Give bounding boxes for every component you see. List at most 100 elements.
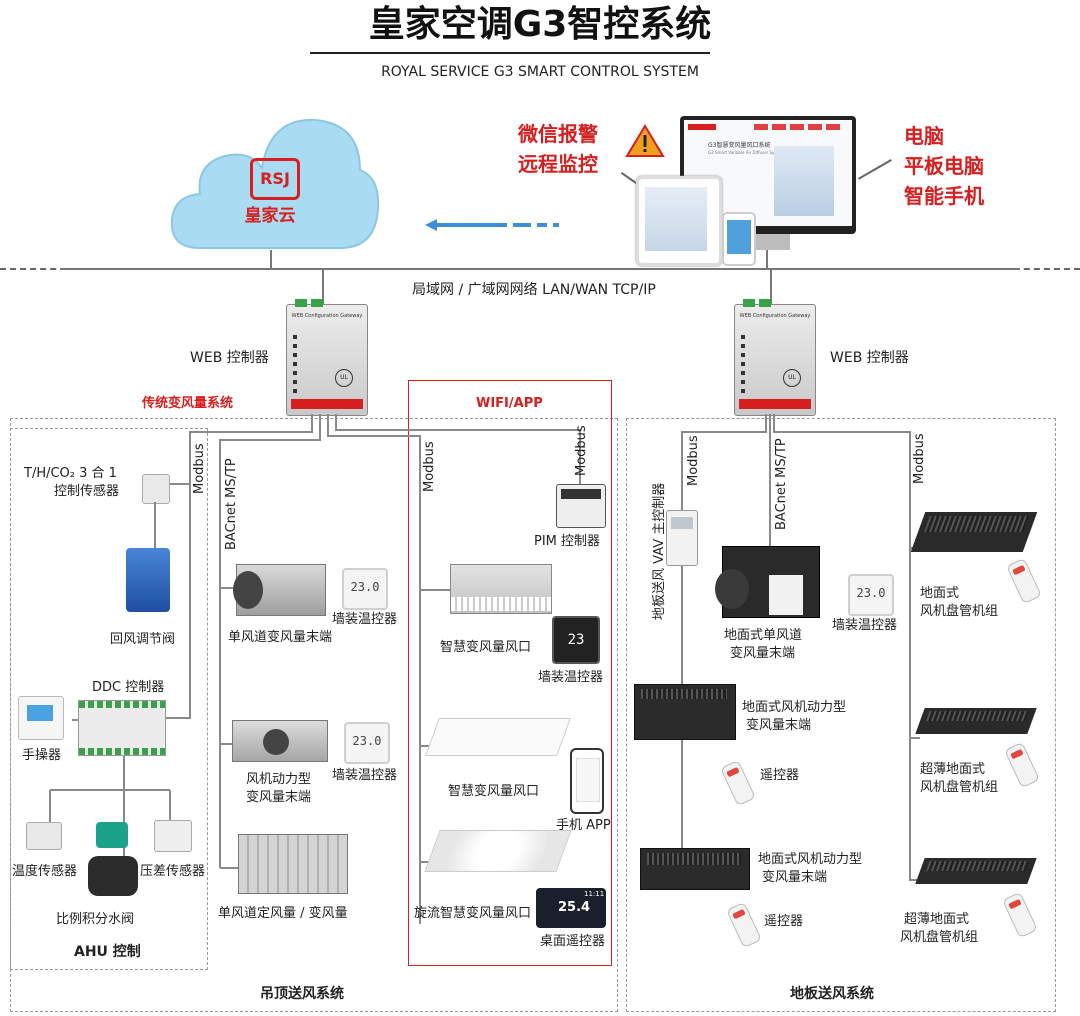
modbus-label-pim: Modbus <box>574 425 589 476</box>
fan-powered-vav-label-1: 风机动力型 <box>246 772 312 787</box>
title-underline <box>310 52 710 54</box>
floor-single-duct-label-2: 变风量末端 <box>730 646 796 661</box>
pressure-sensor-icon <box>154 820 192 852</box>
cloud-icon <box>170 118 380 249</box>
phone-icon <box>722 212 756 266</box>
cert-icon-right: UL <box>783 369 801 387</box>
traditional-system-label: 传统变风量系统 <box>142 396 234 411</box>
gateway-right-link <box>770 270 772 306</box>
warning-icon <box>625 124 665 157</box>
floor-fan-powered-2-label-2: 变风量末端 <box>762 870 828 885</box>
ahu-box <box>10 428 208 970</box>
floor-single-duct-label-1: 地面式单风道 <box>724 628 803 643</box>
handheld-label: 手操器 <box>22 748 62 763</box>
modbus-label-ahu: Modbus <box>192 443 207 494</box>
pi-valve-body-icon <box>88 856 138 896</box>
thermostat-label-2: 墙装温控器 <box>332 768 398 783</box>
floor-thermostat-icon: 23.0 <box>848 574 894 616</box>
web-controller-right-label: WEB 控制器 <box>830 350 909 366</box>
floor-fan-powered-1-label-1: 地面式风机动力型 <box>742 700 847 715</box>
modbus-label-fcu: Modbus <box>912 433 927 484</box>
return-damper-actuator-icon <box>126 548 170 612</box>
wechat-alarm-label: 微信报警 <box>518 122 598 146</box>
wifi-app-box <box>408 380 612 966</box>
sensor-stem <box>154 502 156 550</box>
swirl-diffuser-icon <box>424 830 572 872</box>
tablet-label: 平板电脑 <box>904 154 984 178</box>
cloud-label: 皇家云 <box>244 206 296 226</box>
gateway-left-link <box>322 270 324 306</box>
remote-label-1: 遥控器 <box>760 768 800 783</box>
mobile-app-icon <box>570 748 604 814</box>
ultra-thin-fcu-1-label-1: 超薄地面式 <box>920 762 986 777</box>
remote-label-2: 遥控器 <box>764 914 804 929</box>
modbus-label-floor: Modbus <box>686 435 701 486</box>
constant-volume-box-icon <box>238 834 348 894</box>
ultra-thin-fcu-2-label-2: 风机盘管机组 <box>900 930 979 945</box>
fan-powered-vav-label-2: 变风量末端 <box>246 790 312 805</box>
fan-powered-vav-icon <box>232 720 328 762</box>
ultra-thin-fcu-2-icon <box>915 858 1037 884</box>
pc-label: 电脑 <box>904 124 944 148</box>
gateway-left-text: WEB Configuration Gateway <box>291 313 363 319</box>
constant-volume-label: 单风道定风量 / 变风量 <box>218 906 348 921</box>
network-bus-solid <box>60 268 1020 270</box>
smartphone-label: 智能手机 <box>904 184 984 208</box>
floor-fcu-icon <box>910 512 1038 552</box>
page-title: 皇家空调G3智控系统 <box>368 4 712 45</box>
pim-controller-label: PIM 控制器 <box>534 534 601 549</box>
th-co2-sensor-label-1: T/H/CO₂ 3 合 1 <box>24 466 117 481</box>
swirl-diffuser-label: 旋流智慧变风量风口 <box>414 906 532 921</box>
return-damper-label: 回风调节阀 <box>110 632 176 647</box>
wifi-app-label: WIFI/APP <box>476 396 543 411</box>
smart-diffuser-icon <box>450 564 552 614</box>
desk-remote-label: 桌面遥控器 <box>540 934 606 949</box>
handheld-icon <box>18 696 64 740</box>
desk-remote-icon: 25.4 11:11 <box>536 888 606 928</box>
ultra-thin-fcu-1-icon <box>915 708 1037 734</box>
thermostat-icon-1: 23.0 <box>342 568 388 610</box>
web-gateway-right: WEB Configuration Gateway UL <box>734 299 816 416</box>
screen-tagline: G3 Smart Variable Air Diffuser System <box>708 150 785 155</box>
remote-monitor-label: 远程监控 <box>518 152 598 176</box>
pi-valve-actuator-icon <box>96 822 128 848</box>
vav-master-controller-icon <box>666 510 698 566</box>
thermostat-icon-2: 23.0 <box>344 722 390 764</box>
gateway-right-text: WEB Configuration Gateway <box>739 313 811 319</box>
desk-remote-display: 25.4 <box>558 900 591 915</box>
royal-logo: RSJ <box>250 158 300 200</box>
pim-controller-icon <box>556 484 606 528</box>
pi-valve-label: 比例积分水阀 <box>56 912 135 927</box>
arrow-left-icon <box>425 216 565 231</box>
floor-thermostat-label: 墙装温控器 <box>832 618 898 633</box>
web-controller-left-label: WEB 控制器 <box>190 350 269 366</box>
floor-fcu-label-2: 风机盘管机组 <box>920 604 999 619</box>
single-duct-vav-icon <box>233 564 326 616</box>
thermostat-label-1: 墙装温控器 <box>332 612 398 627</box>
network-label: 局域网 / 广域网网络 LAN/WAN TCP/IP <box>412 282 656 298</box>
desk-remote-time: 11:11 <box>584 890 605 898</box>
floor-system-label: 地板送风系统 <box>790 986 874 1002</box>
phone-app-label: 手机 APP <box>556 818 611 833</box>
temp-sensor-label: 温度传感器 <box>12 864 78 879</box>
ceiling-system-label: 吊顶送风系统 <box>260 986 344 1002</box>
modbus-label-wifi: Modbus <box>422 441 437 492</box>
floor-fan-powered-2-icon <box>640 848 750 890</box>
screen-headline: G3智慧变风量风口系统 <box>708 142 771 149</box>
floor-system-box <box>626 418 1056 1012</box>
ultra-thin-fcu-1-label-2: 风机盘管机组 <box>920 780 999 795</box>
smart-thermostat-icon: 23 <box>552 616 600 664</box>
floor-fcu-label-1: 地面式 <box>920 586 960 601</box>
pressure-sensor-label: 压差传感器 <box>140 864 206 879</box>
smart-diffuser-label-2: 智慧变风量风口 <box>448 784 540 799</box>
bacnet-label-right: BACnet MS/TP <box>774 438 789 530</box>
cert-icon: UL <box>335 369 353 387</box>
monitor-link <box>766 250 768 270</box>
floor-single-duct-icon <box>715 546 820 618</box>
floor-fan-powered-1-label-2: 变风量末端 <box>746 718 812 733</box>
smart-thermostat-label: 墙装温控器 <box>538 670 604 685</box>
smart-diffuser-label: 智慧变风量风口 <box>440 640 532 655</box>
ddc-controller-icon <box>78 700 166 756</box>
floor-fan-powered-2-label-1: 地面式风机动力型 <box>758 852 863 867</box>
ddc-label: DDC 控制器 <box>92 680 165 695</box>
